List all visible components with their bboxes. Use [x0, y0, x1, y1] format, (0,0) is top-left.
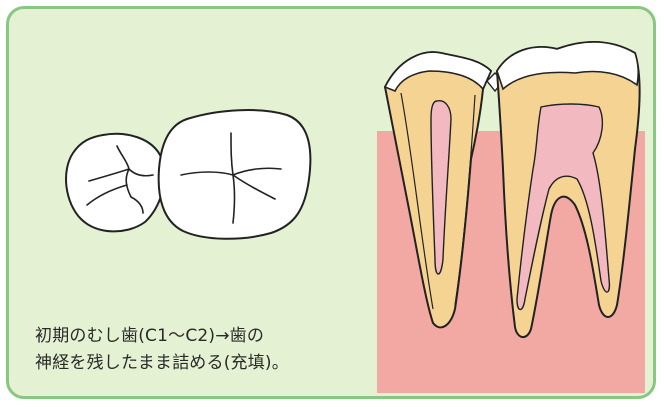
molar-cross-section-icon [377, 42, 645, 393]
occlusal-molar-pair-icon [66, 110, 310, 239]
occlusal-small-molar [66, 134, 165, 232]
illustration-frame: 初期のむし歯(C1〜C2)→歯の 神経を残したまま詰める(充填)。 [6, 6, 656, 399]
caption-line-1: 初期のむし歯(C1〜C2)→歯の [35, 323, 289, 350]
caption: 初期のむし歯(C1〜C2)→歯の 神経を残したまま詰める(充填)。 [35, 323, 289, 377]
caption-line-2: 神経を残したまま詰める(充填)。 [35, 350, 289, 377]
